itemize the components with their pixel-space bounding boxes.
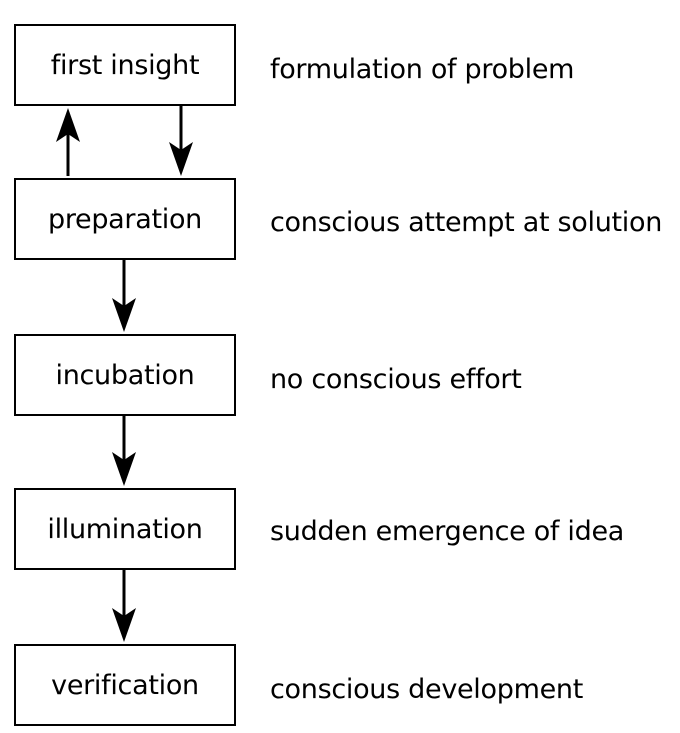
stage-description: sudden emergence of idea bbox=[270, 516, 625, 547]
stage-label: first insight bbox=[50, 49, 200, 81]
stage-box-verification: verification bbox=[14, 644, 236, 726]
flow-arrow-down bbox=[112, 570, 136, 642]
stage-description: conscious development bbox=[270, 674, 583, 705]
stage-box-preparation: preparation bbox=[14, 178, 236, 260]
stage-box-incubation: incubation bbox=[14, 334, 236, 416]
feedback-arrow-up bbox=[56, 108, 80, 176]
stage-label: verification bbox=[51, 669, 199, 701]
stage-label: illumination bbox=[47, 513, 203, 545]
stage-label: incubation bbox=[55, 359, 195, 391]
stage-box-first-insight: first insight bbox=[14, 24, 236, 106]
flow-arrow-down bbox=[112, 416, 136, 486]
stage-box-illumination: illumination bbox=[14, 488, 236, 570]
flow-arrow-down bbox=[169, 106, 193, 176]
stage-label: preparation bbox=[47, 203, 202, 235]
stage-description: formulation of problem bbox=[270, 54, 575, 85]
flow-arrow-down bbox=[112, 260, 136, 332]
stage-description: conscious attempt at solution bbox=[270, 207, 663, 238]
stage-description: no conscious effort bbox=[270, 364, 522, 395]
